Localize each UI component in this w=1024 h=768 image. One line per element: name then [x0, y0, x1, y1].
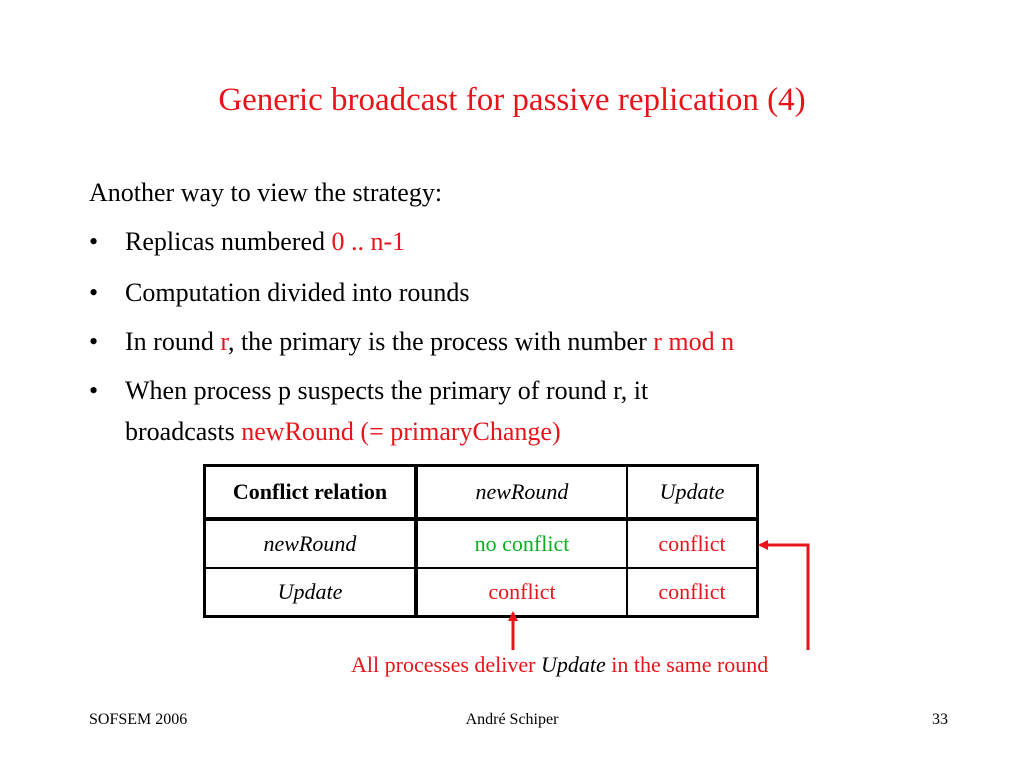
bullet-text: Replicas numbered 0 .. n-1 — [125, 227, 406, 256]
table-cell-conflict: conflict — [626, 518, 759, 569]
table-cell-conflict: conflict — [415, 567, 628, 618]
intro-text: Another way to view the strategy: — [89, 178, 443, 207]
slide-title: Generic broadcast for passive replicatio… — [218, 82, 806, 118]
table-header-cell: Conflict relation — [203, 464, 418, 521]
primary-formula: r mod n — [653, 327, 735, 356]
table-row-label: newRound — [203, 518, 418, 569]
bullet-dot: • — [89, 327, 99, 356]
table-row: Update conflict conflict — [203, 567, 759, 618]
table-row: newRound no conflict conflict — [203, 518, 759, 569]
table-cell-no-conflict: no conflict — [415, 518, 628, 569]
footer-page-number: 33 — [932, 711, 948, 728]
table-header-row: Conflict relation newRound Update — [203, 464, 759, 521]
bullet-text: In round r, the primary is the process w… — [125, 327, 735, 356]
bullet-text: Computation divided into rounds — [125, 278, 470, 307]
annotation-caption: All processes deliver Update in the same… — [351, 652, 769, 677]
footer-author: André Schiper — [465, 711, 559, 728]
table-cell-conflict: conflict — [626, 567, 759, 618]
table-header-cell: newRound — [415, 464, 628, 521]
bullet-dot: • — [89, 278, 99, 307]
footer-conference: SOFSEM 2006 — [89, 711, 188, 728]
arrow-to-newround-conflict — [758, 540, 810, 650]
bullet-dot: • — [89, 227, 99, 256]
bullet-text: broadcasts newRound (= primaryChange) — [125, 417, 561, 446]
conflict-relation-table: Conflict relation newRound Update newRou… — [203, 464, 759, 618]
table-header-cell: Update — [626, 464, 759, 521]
table-row-label: Update — [203, 567, 418, 618]
bullet-dot: • — [89, 376, 99, 405]
caption-update: Update — [541, 652, 606, 677]
newround-message: newRound (= primaryChange) — [241, 417, 561, 446]
bullet-text: When process p suspects the primary of r… — [125, 376, 649, 405]
replica-range: 0 .. n-1 — [331, 227, 406, 256]
